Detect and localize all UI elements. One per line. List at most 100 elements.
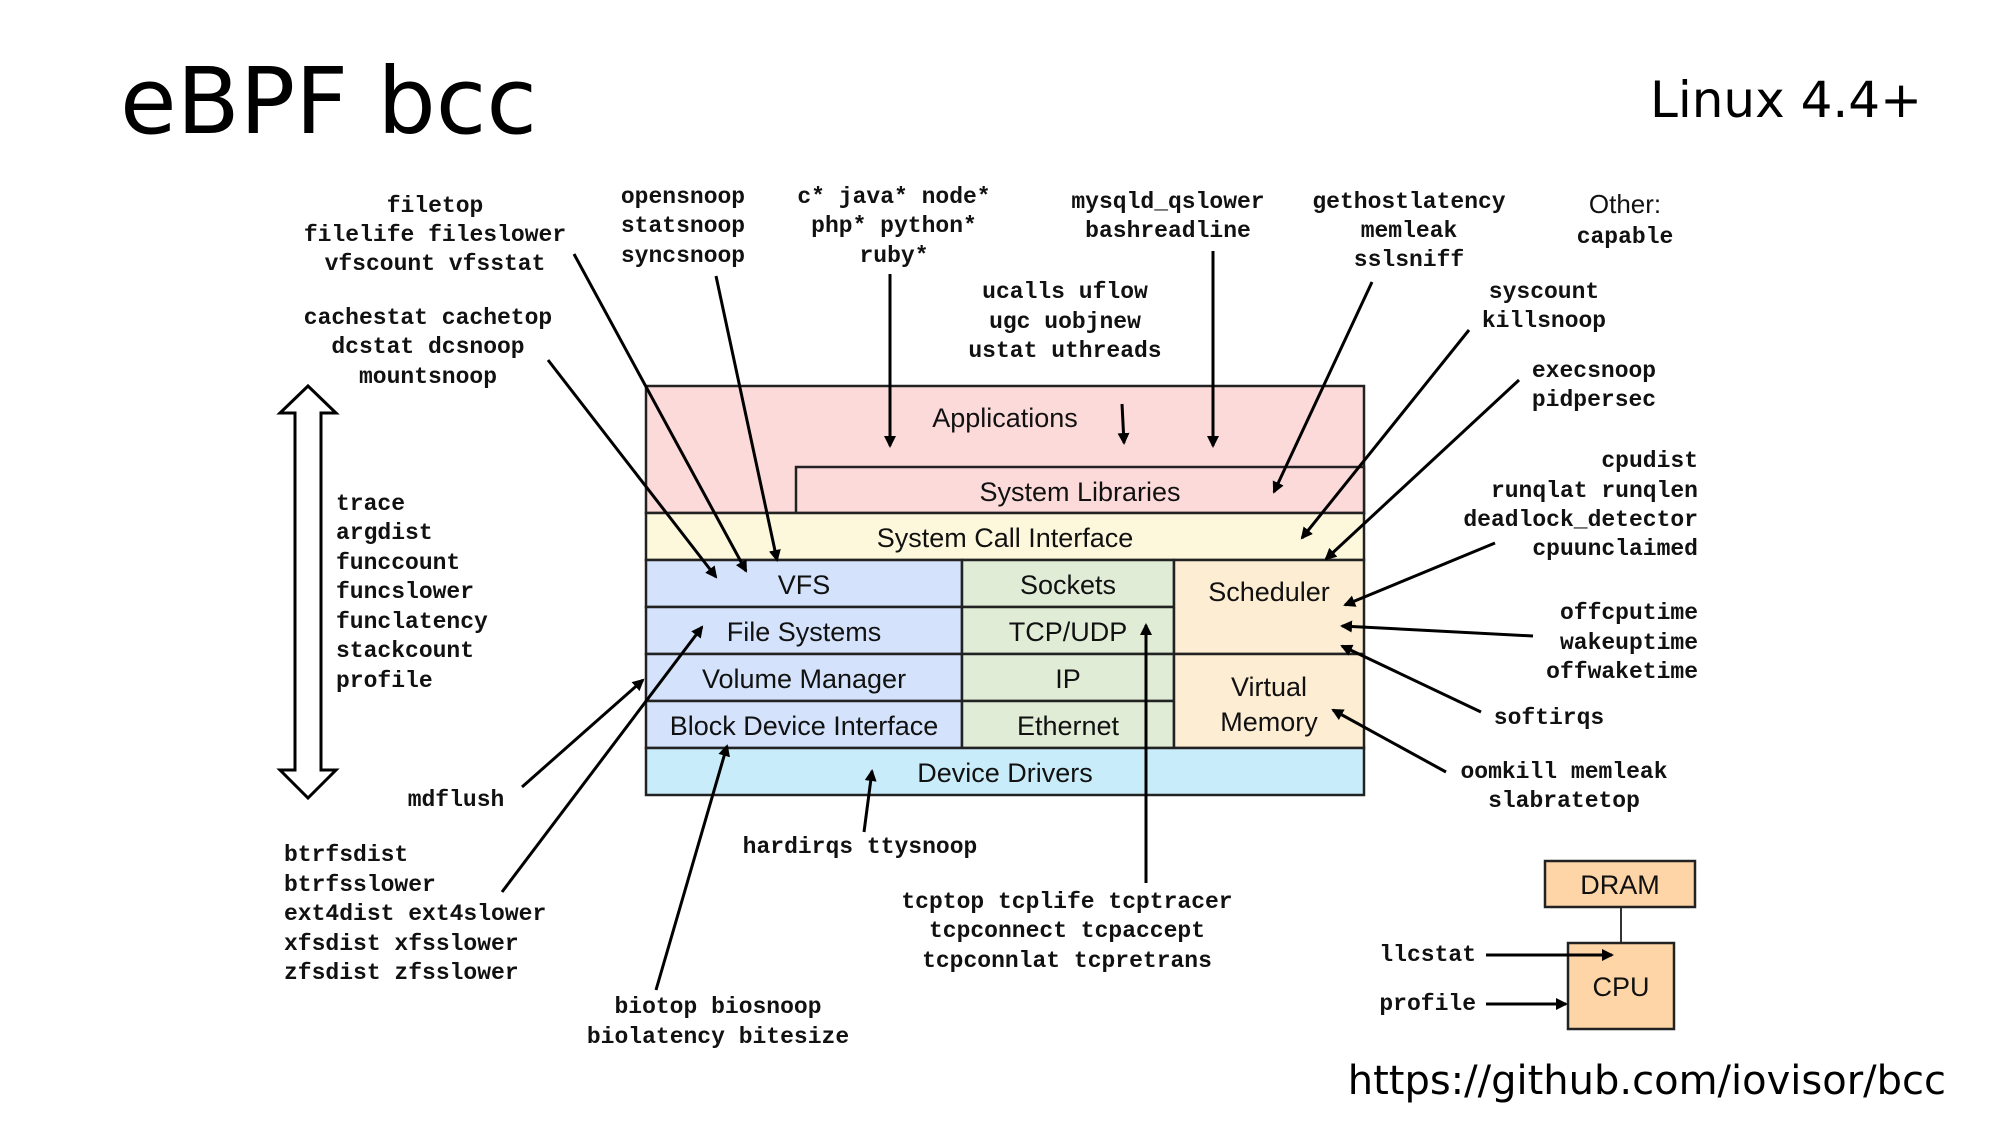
arrow-fs-to-filesystems: [500, 625, 704, 893]
tool-stackcount: stackcount: [336, 638, 474, 664]
layer-virtual-memory: [1172, 652, 1366, 750]
tool-runqlat: runqlat runqlen: [1491, 478, 1698, 504]
label-file-systems: File Systems: [727, 617, 882, 647]
arrow-softirqs-to-scheduler: [1340, 644, 1482, 714]
kernel-stack: Applications System Libraries System Cal…: [644, 384, 1366, 797]
tool-memleak: memleak: [1361, 218, 1458, 244]
arrow-hardirqs-to-drivers: [862, 769, 877, 833]
tool-trace: trace: [336, 491, 405, 517]
tool-funclatency: funclatency: [336, 609, 488, 635]
arrow-mem-to-vm: [1331, 708, 1447, 774]
tool-bashreadline: bashreadline: [1085, 218, 1251, 244]
tool-oomkill: oomkill memleak: [1460, 759, 1667, 785]
arrow-mdflush-to-volume: [521, 678, 645, 789]
tool-funccount: funccount: [336, 550, 460, 576]
tool-dcstat: dcstat dcsnoop: [331, 334, 524, 360]
label-system-libraries: System Libraries: [979, 477, 1180, 507]
tool-ucalls: ucalls uflow: [982, 279, 1148, 305]
label-scheduler: Scheduler: [1208, 577, 1330, 607]
tool-cachestat: cachestat cachetop: [304, 305, 552, 331]
tool-gethostlatency: gethostlatency: [1312, 189, 1505, 215]
tool-langs-1: c* java* node*: [797, 184, 990, 210]
tool-zfsdist: zfsdist zfsslower: [284, 960, 519, 986]
tool-execsnoop: execsnoop: [1532, 358, 1656, 384]
tool-biotop: biotop biosnoop: [614, 994, 821, 1020]
arrow-cpu-to-scheduler: [1343, 541, 1496, 607]
layer-device-drivers: [644, 746, 1366, 797]
label-virtual-memory-1: Virtual: [1231, 672, 1307, 702]
tool-sslsniff: sslsniff: [1354, 247, 1464, 273]
tool-filelife: filelife fileslower: [304, 222, 566, 248]
tool-profile: profile: [336, 668, 433, 694]
tool-syncsnoop: syncsnoop: [621, 243, 745, 269]
arrows: [500, 251, 1614, 1010]
tool-profile-hw: profile: [1379, 991, 1476, 1017]
tool-cpuunclaimed: cpuunclaimed: [1532, 536, 1698, 562]
arrow-gethost-to-syslib: [1272, 281, 1374, 494]
arrow-cache-to-vfs: [546, 359, 718, 579]
label-sockets: Sockets: [1020, 570, 1116, 600]
tool-offwaketime: offwaketime: [1546, 659, 1698, 685]
label-applications: Applications: [932, 403, 1078, 433]
label-cpu: CPU: [1592, 972, 1649, 1002]
layer-system-call-interface: [644, 511, 1366, 562]
label-system-call-interface: System Call Interface: [877, 523, 1134, 553]
label-ip: IP: [1055, 664, 1081, 694]
tool-mdflush: mdflush: [408, 787, 505, 813]
tool-llcstat: llcstat: [1379, 942, 1476, 968]
tool-btrfsdist: btrfsdist: [284, 842, 408, 868]
arrow-snoop-to-vfs: [714, 275, 781, 562]
label-dram: DRAM: [1580, 870, 1660, 900]
cpu-box: [1566, 941, 1676, 1031]
kernel-version: Linux 4.4+: [1650, 71, 1922, 129]
layer-system-libraries: [794, 465, 1366, 515]
tool-ugc: ugc uobjnew: [989, 309, 1141, 335]
label-device-drivers: Device Drivers: [917, 758, 1093, 788]
tool-argdist: argdist: [336, 520, 433, 546]
tool-langs-3: ruby*: [859, 243, 928, 269]
tool-labels: filetop filelife fileslower vfscount vfs…: [284, 184, 1698, 1050]
tool-deadlock-detector: deadlock_detector: [1463, 507, 1698, 533]
arrow-bio-to-block: [654, 744, 730, 991]
tool-offcputime: offcputime: [1560, 600, 1698, 626]
tool-killsnoop: killsnoop: [1482, 308, 1606, 334]
tool-opensnoop: opensnoop: [621, 184, 745, 210]
layer-sockets: [960, 558, 1176, 609]
tool-mysqld-qslower: mysqld_qslower: [1071, 189, 1264, 215]
arrow-ucalls-to-apps: [1117, 403, 1130, 445]
tool-btrfsslower: btrfsslower: [284, 872, 436, 898]
tool-funcslower: funcslower: [336, 579, 474, 605]
arrow-offcpu-to-scheduler: [1340, 620, 1534, 638]
arrow-syscount-to-syscall: [1300, 329, 1471, 540]
label-virtual-memory-2: Memory: [1220, 707, 1318, 737]
arrow-file-to-vfs: [572, 253, 748, 573]
hardware-group: DRAM CPU: [1543, 859, 1697, 1031]
tool-biolatency: biolatency bitesize: [587, 1024, 849, 1050]
tool-vfscount: vfscount vfsstat: [325, 251, 546, 277]
tool-pidpersec: pidpersec: [1532, 387, 1656, 413]
tool-syscount: syscount: [1489, 279, 1599, 305]
tool-hardirqs: hardirqs ttysnoop: [743, 834, 978, 860]
dram-box: [1543, 859, 1697, 909]
project-url[interactable]: https://github.com/iovisor/bcc: [1348, 1058, 1946, 1104]
tool-langs-2: php* python*: [811, 213, 977, 239]
other-label: Other:: [1589, 189, 1661, 219]
tool-statsnoop: statsnoop: [621, 213, 745, 239]
arrow-exec-to-syscall: [1324, 378, 1521, 561]
label-vfs: VFS: [778, 570, 831, 600]
layer-scheduler: [1172, 558, 1366, 656]
tool-ext4dist: ext4dist ext4slower: [284, 901, 546, 927]
tool-capable: capable: [1577, 224, 1674, 250]
double-arrow-icon: [276, 383, 340, 801]
tool-softirqs: softirqs: [1494, 705, 1604, 731]
tool-filetop: filetop: [387, 193, 484, 219]
tool-mountsnoop: mountsnoop: [359, 364, 497, 390]
tool-tcpconnect: tcpconnect tcpaccept: [929, 918, 1205, 944]
label-ethernet: Ethernet: [1017, 711, 1120, 741]
tool-wakeuptime: wakeuptime: [1560, 630, 1698, 656]
label-volume-manager: Volume Manager: [702, 664, 906, 694]
page-title: eBPF bcc: [120, 48, 537, 155]
tool-tcptop: tcptop tcplife tcptracer: [901, 889, 1232, 915]
layer-tcp-udp: [960, 605, 1176, 656]
